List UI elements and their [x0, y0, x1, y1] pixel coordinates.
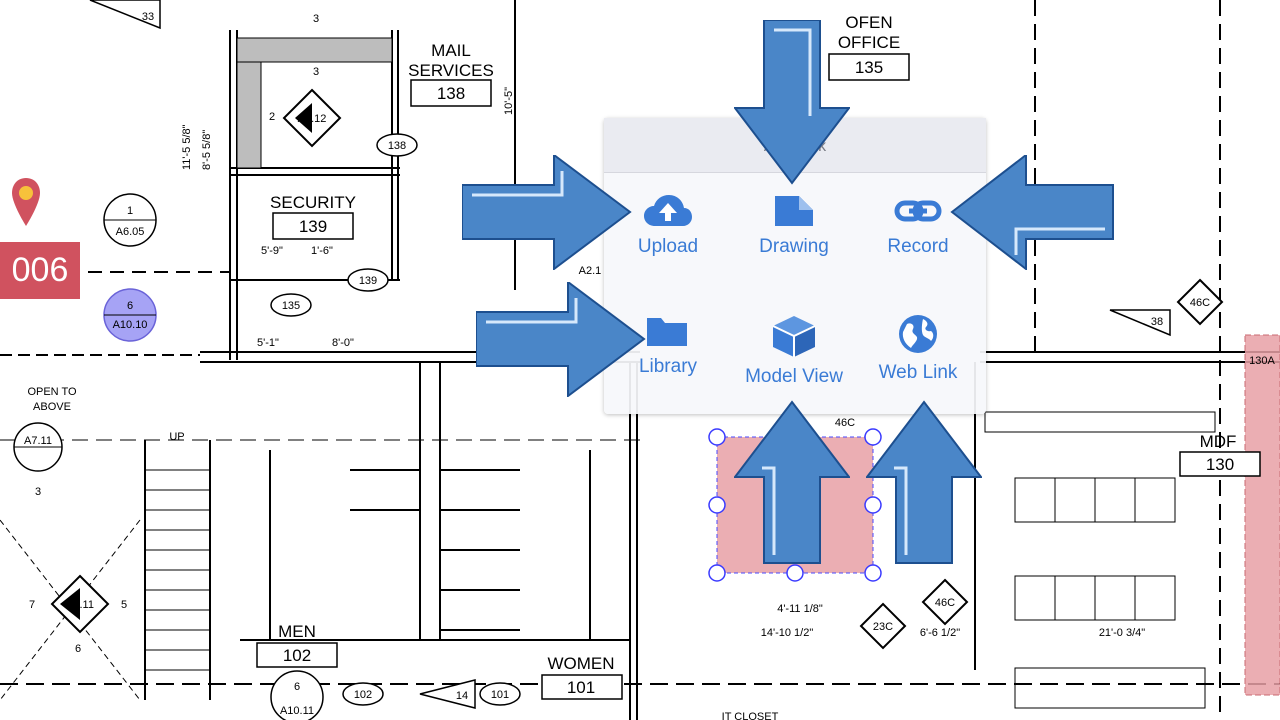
arrow-up-to-model-view-icon [734, 400, 850, 564]
room-name-ofen: OFEN [845, 13, 892, 32]
room-number-138: 138 [437, 84, 465, 103]
location-pin-icon[interactable] [10, 176, 42, 228]
svg-text:UP: UP [169, 431, 184, 443]
svg-text:23C: 23C [873, 621, 893, 633]
room-number-139: 139 [299, 217, 327, 236]
svg-text:102: 102 [354, 689, 372, 701]
link-chain-icon [894, 200, 942, 222]
svg-text:135: 135 [282, 300, 300, 312]
globe-icon [899, 315, 937, 353]
record-option[interactable]: Record [858, 194, 978, 284]
model-view-label: Model View [745, 366, 843, 387]
svg-text:101: 101 [491, 689, 509, 701]
upload-option[interactable]: Upload [608, 194, 728, 284]
svg-text:46C: 46C [835, 417, 855, 429]
drawing-option[interactable]: Drawing [734, 194, 854, 284]
svg-text:A7.11: A7.11 [66, 599, 94, 611]
room-name-mail: MAIL [431, 41, 471, 60]
arrow-up-to-web-link-icon [866, 400, 982, 564]
record-label: Record [887, 236, 949, 257]
model-view-option[interactable]: Model View [734, 314, 854, 404]
svg-text:21'-0 3/4": 21'-0 3/4" [1099, 627, 1145, 639]
cube-icon [772, 316, 816, 357]
room-name-services: SERVICES [408, 61, 494, 80]
drawing-label: Drawing [759, 236, 829, 257]
svg-text:38: 38 [1151, 316, 1163, 328]
svg-text:7: 7 [29, 599, 35, 611]
svg-text:A7.12: A7.12 [298, 113, 327, 125]
svg-text:14'-10 1/2": 14'-10 1/2" [761, 627, 814, 639]
svg-text:5'-9": 5'-9" [261, 245, 283, 257]
room-name-security: SECURITY [270, 193, 356, 212]
svg-text:139: 139 [359, 275, 377, 287]
web-link-option[interactable]: Web Link [858, 314, 978, 404]
room-number-135: 135 [855, 58, 883, 77]
svg-text:1'-6": 1'-6" [311, 245, 333, 257]
room-name-mdf: MDF [1200, 432, 1237, 451]
svg-text:6: 6 [75, 643, 81, 655]
drawing-document-icon [775, 196, 813, 226]
cloud-upload-icon [644, 195, 692, 226]
svg-text:OPEN TO: OPEN TO [27, 386, 77, 398]
svg-text:130A: 130A [1249, 355, 1275, 367]
svg-text:IT CLOSET: IT CLOSET [722, 711, 779, 720]
room-name-office: OFFICE [838, 33, 900, 52]
svg-text:14: 14 [456, 690, 468, 702]
svg-text:6'-6 1/2": 6'-6 1/2" [920, 627, 960, 639]
svg-text:5'-1": 5'-1" [257, 337, 279, 349]
svg-text:A2.1: A2.1 [579, 265, 602, 277]
svg-text:138: 138 [388, 140, 406, 152]
room-number-102: 102 [283, 646, 311, 665]
svg-text:4'-11 1/8": 4'-11 1/8" [777, 603, 823, 615]
svg-text:5: 5 [121, 599, 127, 611]
arrow-right-to-library-icon [476, 282, 646, 397]
svg-text:8'-0": 8'-0" [332, 337, 354, 349]
svg-text:A7.11: A7.11 [24, 435, 52, 447]
svg-text:ABOVE: ABOVE [33, 401, 71, 413]
svg-text:10'-5": 10'-5" [503, 87, 515, 115]
library-label: Library [638, 356, 698, 377]
arrow-right-to-upload-icon [462, 155, 632, 270]
arrow-down-to-drawing-icon [734, 20, 850, 185]
room-name-men: MEN [278, 622, 316, 641]
room-number-130: 130 [1206, 455, 1234, 474]
library-option[interactable]: Library [608, 314, 728, 404]
svg-text:46C: 46C [935, 597, 955, 609]
svg-text:A10.10: A10.10 [113, 319, 148, 331]
svg-text:11'-5 5/8": 11'-5 5/8" [181, 124, 193, 170]
web-link-label: Web Link [878, 362, 958, 383]
svg-text:6: 6 [294, 681, 300, 693]
svg-text:3: 3 [313, 66, 319, 78]
svg-text:A6.05: A6.05 [116, 226, 145, 238]
svg-text:6: 6 [127, 300, 133, 312]
marker-label-badge[interactable]: 006 [0, 242, 80, 299]
svg-text:1: 1 [127, 205, 133, 217]
room-name-women: WOMEN [547, 654, 614, 673]
arrow-left-to-record-icon [950, 155, 1114, 270]
svg-text:A10.11: A10.11 [280, 705, 314, 717]
svg-text:3: 3 [313, 13, 319, 25]
svg-text:8'-5 5/8": 8'-5 5/8" [201, 130, 213, 170]
svg-text:3: 3 [35, 486, 41, 498]
svg-text:2: 2 [269, 111, 275, 123]
svg-text:46C: 46C [1190, 297, 1210, 309]
room-number-101: 101 [567, 678, 595, 697]
folder-icon [647, 318, 687, 346]
upload-label: Upload [637, 236, 699, 257]
svg-text:33: 33 [142, 11, 154, 23]
